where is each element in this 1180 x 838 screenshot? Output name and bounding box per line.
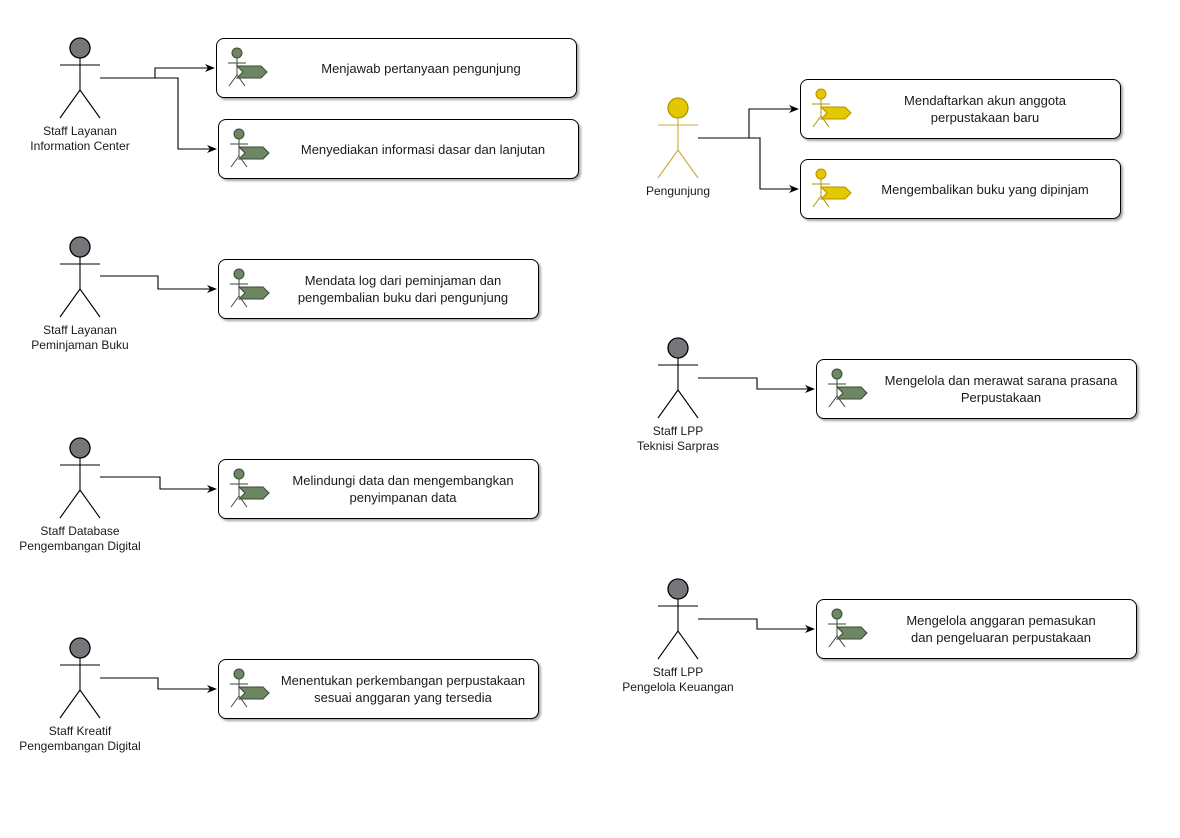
actor-body: [657, 358, 699, 419]
use-case-text: Mendaftarkan akun anggota perpustakaan ba…: [856, 80, 1114, 138]
actor-a2: [59, 236, 101, 318]
use-case-box[interactable]: Menjawab pertanyaan pengunjung: [216, 38, 577, 98]
use-case-text-line: Menjawab pertanyaan pengunjung: [321, 60, 521, 76]
actor-head: [69, 236, 91, 258]
use-case-box[interactable]: Mengembalikan buku yang dipinjam: [800, 159, 1121, 219]
association-arrow: [100, 77, 217, 153]
actor-label-line: Staff Layanan: [43, 323, 117, 337]
use-case-text-line: Mengelola dan merawat sarana prasana: [884, 373, 1118, 388]
use-case-text-line: Mendata log dari peminjaman dan: [304, 273, 502, 288]
use-case-box[interactable]: Melindungi data dan mengembangkan penyimp…: [218, 459, 539, 519]
use-case-box[interactable]: Mendata log dari peminjaman dan pengembal…: [218, 259, 539, 319]
actor-a4: [59, 637, 101, 719]
actor-body: [59, 257, 101, 318]
use-case-text-line: dan pengeluaran perpustakaan: [911, 630, 1091, 645]
use-case-text-line: Melindungi data dan mengembangkan: [292, 473, 514, 488]
association-arrow: [100, 677, 217, 693]
use-case-text: Menjawab pertanyaan pengunjung: [272, 39, 570, 97]
actor-head: [69, 637, 91, 659]
use-case-text-line: perpustakaan baru: [930, 110, 1040, 125]
actor-a7: [657, 578, 699, 660]
use-case-box[interactable]: Mendaftarkan akun anggota perpustakaan ba…: [800, 79, 1121, 139]
actor-body: [59, 458, 101, 519]
actor-label-line: Staff LPP: [652, 424, 704, 438]
actor-a3: [59, 437, 101, 519]
use-case-text: Mengelola anggaran pemasukan dan pengelua…: [872, 600, 1130, 658]
association-arrow: [100, 64, 215, 79]
use-case-icon: [227, 126, 271, 177]
actor-a1: [59, 37, 101, 119]
use-case-text-line: Menyediakan informasi dasar dan lanjutan: [300, 141, 546, 157]
actor-a6: [657, 337, 699, 419]
use-case-text: Menyediakan informasi dasar dan lanjutan: [274, 120, 572, 178]
use-case-text: Mendata log dari peminjaman dan pengembal…: [274, 260, 532, 318]
use-case-icon: [225, 45, 269, 96]
actor-label-line: Teknisi Sarpras: [636, 439, 720, 453]
use-case-text-line: Menentukan perkembangan perpustakaan: [280, 673, 526, 688]
use-case-text-line: Perpustakaan: [960, 390, 1042, 405]
use-case-text-line: sesuai anggaran yang tersedia: [314, 690, 492, 705]
actor-body: [657, 599, 699, 660]
actor-head: [667, 578, 689, 600]
actor-label-line: Staff Kreatif: [48, 724, 112, 738]
association-arrow: [100, 476, 217, 493]
use-case-icon: [825, 606, 869, 657]
association-arrow: [100, 275, 217, 293]
use-case-text: Mengembalikan buku yang dipinjam: [856, 160, 1114, 218]
association-arrow: [698, 377, 815, 393]
use-case-box[interactable]: Menyediakan informasi dasar dan lanjutan: [218, 119, 579, 179]
actor-body: [59, 658, 101, 719]
use-case-icon: [825, 366, 869, 417]
use-case-text: Melindungi data dan mengembangkan penyimp…: [274, 460, 532, 518]
use-case-text: Menentukan perkembangan perpustakaan sesu…: [274, 660, 532, 718]
actor-label-line: Staff Layanan: [43, 124, 117, 138]
actor-label-line: Staff LPP: [652, 665, 704, 679]
use-case-icon-yellow: [809, 166, 853, 217]
actor-label: Pengunjung: [646, 184, 710, 199]
actor-a5: [657, 97, 699, 179]
use-case-box[interactable]: Menentukan perkembangan perpustakaan sesu…: [218, 659, 539, 719]
actor-label-line: Pengembangan Digital: [19, 539, 141, 553]
association-arrow: [698, 137, 799, 193]
use-case-text-line: Mengelola anggaran pemasukan: [906, 613, 1096, 628]
actor-label-line: Information Center: [30, 139, 130, 153]
use-case-text-line: Mendaftarkan akun anggota: [904, 93, 1066, 108]
actor-label-line: Staff Database: [40, 524, 120, 538]
actor-head: [69, 437, 91, 459]
use-case-icon: [227, 266, 271, 317]
actor-body: [657, 118, 699, 179]
use-case-text-line: Mengembalikan buku yang dipinjam: [881, 181, 1089, 197]
use-case-icon: [227, 666, 271, 717]
actor-head: [667, 97, 689, 119]
actor-label-line: Pengembangan Digital: [19, 739, 141, 753]
actor-body: [59, 58, 101, 119]
use-case-text-line: penyimpanan data: [349, 490, 457, 505]
actor-head: [69, 37, 91, 59]
actor-head: [667, 337, 689, 359]
use-case-box[interactable]: Mengelola anggaran pemasukan dan pengelua…: [816, 599, 1137, 659]
use-case-icon: [227, 466, 271, 517]
actor-label-line: Peminjaman Buku: [31, 338, 129, 352]
actor-label-line: Pengunjung: [645, 184, 711, 198]
association-arrow: [698, 105, 799, 139]
association-arrow: [698, 618, 815, 633]
actor-label-line: Pengelola Keuangan: [622, 680, 734, 694]
use-case-text-line: pengembalian buku dari pengunjung: [297, 290, 509, 305]
use-case-icon-yellow: [809, 86, 853, 137]
